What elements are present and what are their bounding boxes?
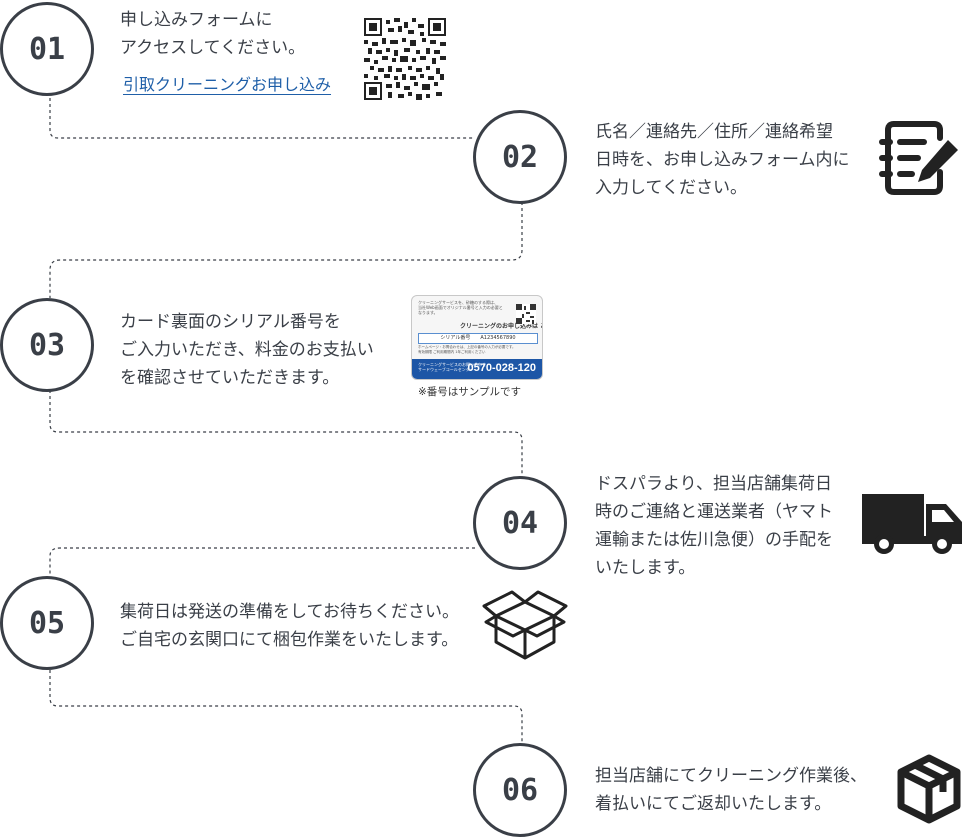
qr-code-icon[interactable]	[364, 18, 446, 100]
step-06-text: 担当店舗にてクリーニング作業後、 着払いにてご返却いたします。	[595, 766, 867, 814]
open-box-icon	[482, 590, 568, 660]
package-icon	[897, 754, 961, 824]
card-serial-number: シリアル番号 A1234567890	[418, 333, 538, 344]
card-sample-image: クリーニングサービスを、砂糖のする際は、 当社Web画面でオリジナル番号と入力の…	[411, 295, 543, 380]
card-terms-text: ホームページ・お問合わせは、上記の番号の入力が必要です。 有効期限 ご利用期間内…	[418, 345, 516, 354]
step-04-circle: 04	[473, 476, 567, 570]
step-01-circle: 01	[0, 2, 94, 96]
card-apply-text: クリーニングのお申し込みは こちらから ▶	[460, 323, 542, 330]
step-02-text: 氏名／連絡先／住所／連絡希望 日時を、お申し込みフォーム内に 入力してください。	[595, 122, 850, 198]
step-05-circle: 05	[0, 576, 94, 670]
card-callcenter-label: クリーニングサービスのお問い合わせ サードウェーブコールセンター	[418, 362, 486, 372]
card-intro-text: クリーニングサービスを、砂糖のする際は、 当社Web画面でオリジナル番号と入力の…	[418, 300, 503, 315]
step-05-text: 集荷日は発送の準備をしてお待ちください。 ご自宅の玄関口にて梱包作業をいたします…	[120, 602, 459, 650]
step-03-text: カード裏面のシリアル番号を ご入力いただき、料金のお支払い を確認させていただき…	[120, 312, 374, 388]
step-02-circle: 02	[473, 110, 567, 204]
card-qr-icon	[516, 304, 536, 324]
step-04-text: ドスパラより、担当店舗集荷日 時のご連絡と運送業者（ヤマト 運輸または佐川急便）…	[595, 474, 833, 578]
truck-icon	[862, 494, 962, 554]
card-callcenter-band: クリーニングサービスのお問い合わせ サードウェーブコールセンター 0570-02…	[412, 359, 542, 379]
form-edit-icon	[879, 121, 958, 195]
cleaning-apply-link[interactable]: 引取クリーニングお申し込み	[123, 75, 332, 94]
step-06-circle: 06	[473, 743, 567, 837]
card-phone-number: 0570-028-120	[467, 362, 536, 374]
sample-note: ※番号はサンプルです	[418, 386, 521, 398]
step-03-circle: 03	[0, 298, 94, 392]
step-01-text: 申し込みフォームに アクセスしてください。	[120, 10, 306, 58]
